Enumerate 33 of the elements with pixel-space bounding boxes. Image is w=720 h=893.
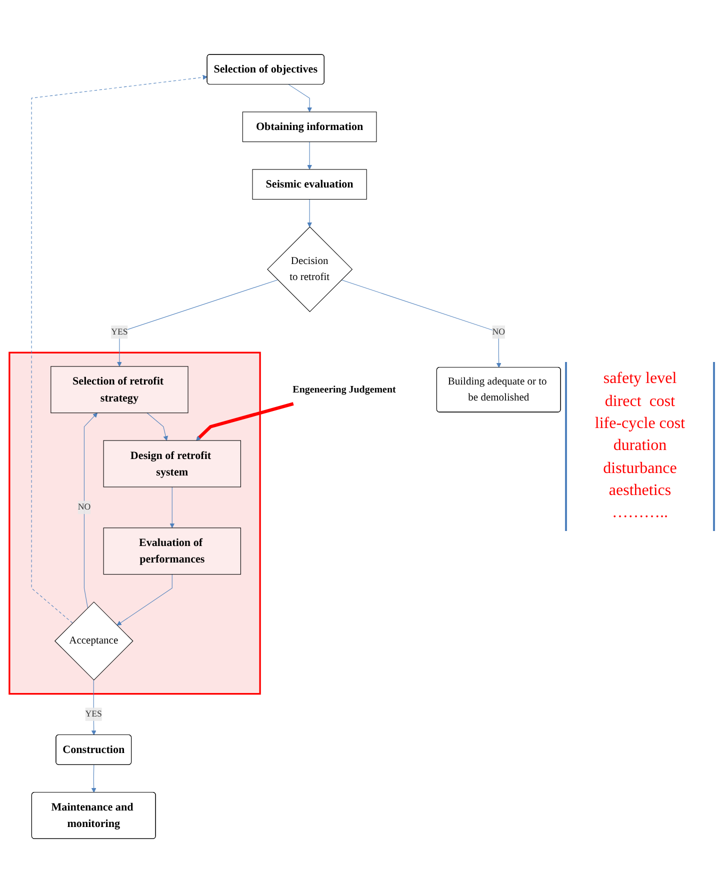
node-box: Evaluation of performances: [103, 528, 241, 575]
node-box: Seismic evaluation: [252, 169, 367, 200]
node-box: Selection of retrofit strategy: [50, 366, 188, 414]
node-text: Engeneering Judgement: [292, 384, 396, 395]
arrow: [31, 74, 208, 624]
arrow: [288, 84, 312, 112]
edge-label: YES: [111, 327, 128, 337]
arrow: [84, 412, 98, 608]
arrow: [307, 198, 312, 228]
edge-label: YES: [85, 709, 102, 719]
criterion-text: ………..: [611, 503, 669, 524]
criterion-text: aesthetics: [608, 481, 672, 502]
arrow: [307, 141, 312, 170]
criterion-text: direct cost: [604, 392, 676, 412]
criterion-text: life-cycle cost: [594, 414, 686, 434]
node-diamond: Decision to retrofit: [267, 226, 353, 312]
arrow: [341, 280, 502, 368]
edge-label: NO: [78, 502, 91, 512]
arrow: [196, 402, 294, 441]
arrow: [91, 680, 96, 736]
arrow: [91, 764, 96, 793]
criterion-text: disturbance: [602, 458, 678, 479]
arrow: [170, 486, 175, 528]
edge-label: NO: [492, 327, 506, 337]
node-box: Obtaining information: [242, 112, 377, 142]
node-box: Design of retrofit system: [103, 440, 241, 488]
node-diamond: Acceptance: [54, 602, 134, 680]
arrow: [146, 412, 168, 441]
arrow: [116, 574, 172, 626]
criterion-text: duration: [612, 436, 668, 456]
criterion-text: safety level: [602, 369, 678, 390]
arrow: [117, 280, 278, 367]
cluster: [8, 352, 261, 695]
